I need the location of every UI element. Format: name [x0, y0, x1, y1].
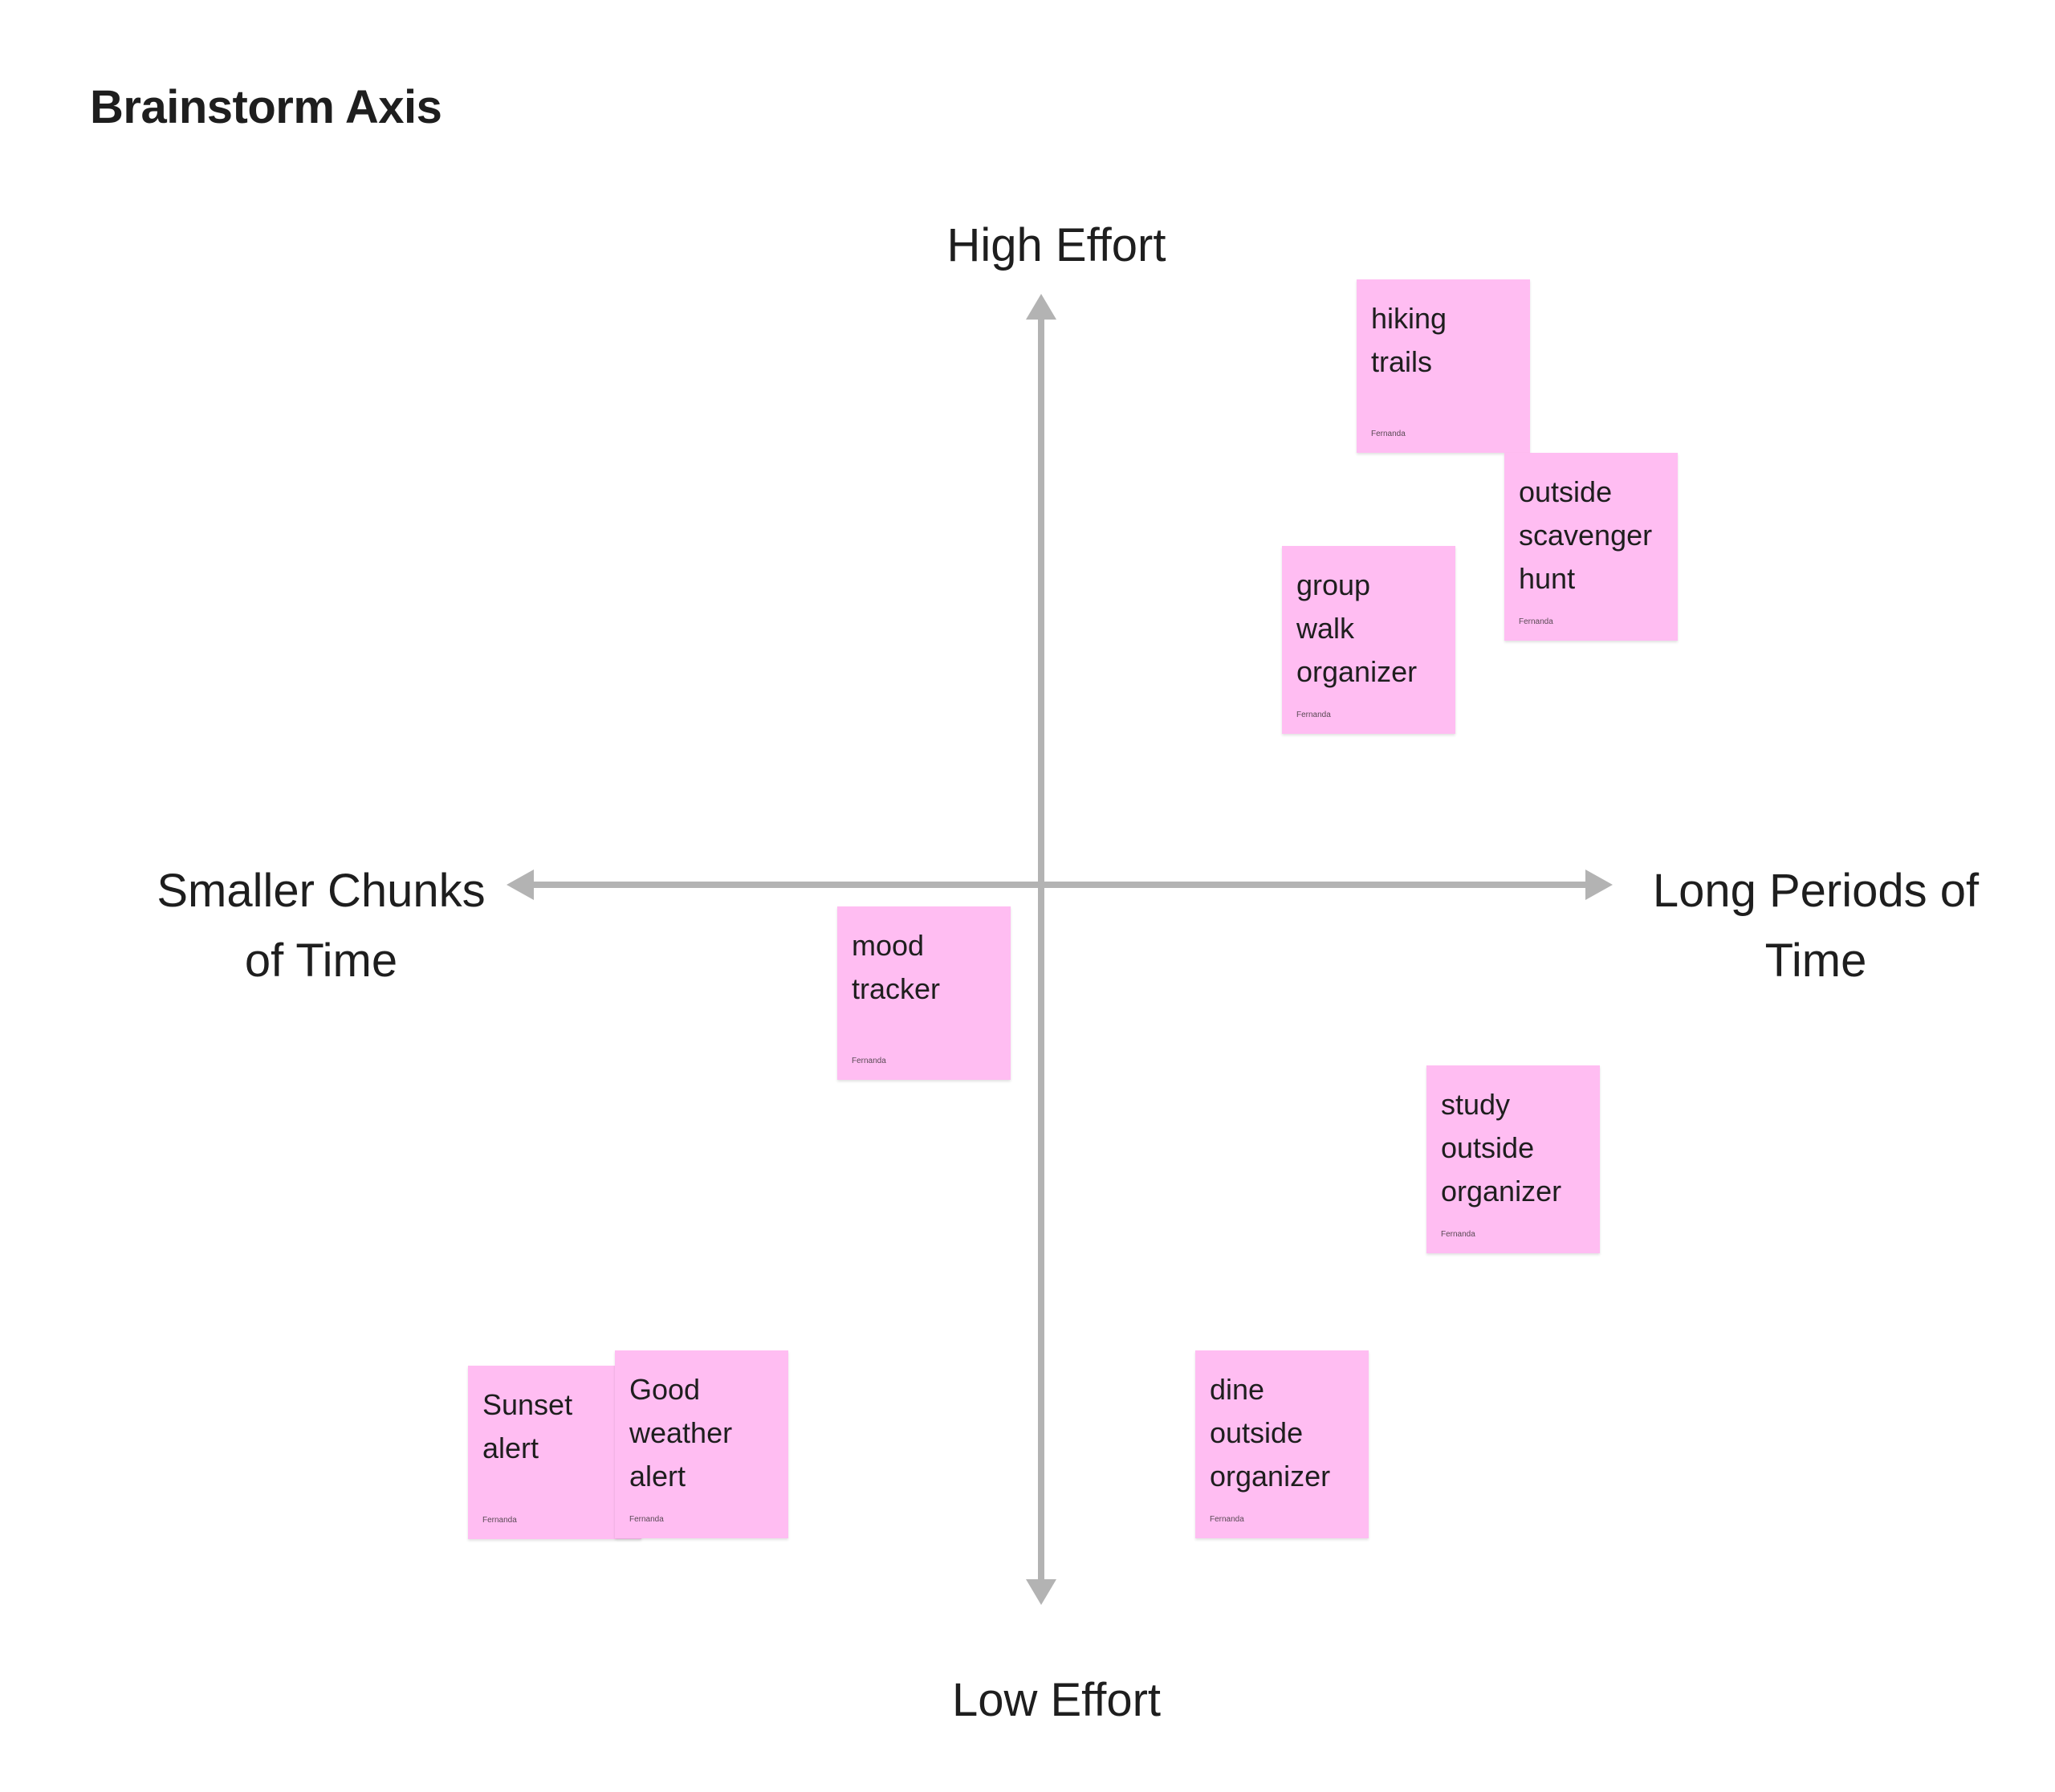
sticky-note-group-walk-organizer[interactable]: group walk organizer Fernanda	[1282, 546, 1455, 734]
sticky-text: mood tracker	[852, 929, 941, 1005]
sticky-author: Fernanda	[852, 1057, 886, 1065]
horizontal-axis	[507, 870, 1613, 900]
vertical-axis	[1026, 294, 1056, 1605]
sticky-note-hiking-trails[interactable]: hiking trails Fernanda	[1357, 279, 1530, 453]
sticky-text: study outside organizer	[1441, 1088, 1562, 1208]
sticky-author: Fernanda	[629, 1515, 664, 1524]
sticky-text: Sunset alert	[482, 1388, 573, 1464]
board-title: Brainstorm Axis	[90, 81, 442, 133]
arrow-left-icon	[507, 870, 534, 900]
sticky-text: dine outside organizer	[1210, 1373, 1331, 1493]
axis-label-smaller-chunks: Smaller Chunks of Time	[157, 865, 486, 987]
sticky-author: Fernanda	[1519, 617, 1553, 626]
sticky-note-outside-scavenger-hunt[interactable]: outside scavenger hunt Fernanda	[1504, 453, 1678, 641]
sticky-author: Fernanda	[1210, 1515, 1244, 1524]
sticky-note-mood-tracker[interactable]: mood tracker Fernanda	[837, 906, 1011, 1080]
sticky-note-study-outside-organizer[interactable]: study outside organizer Fernanda	[1426, 1065, 1600, 1253]
sticky-author: Fernanda	[1371, 430, 1406, 438]
arrow-right-icon	[1585, 870, 1613, 900]
arrow-down-icon	[1026, 1579, 1056, 1605]
sticky-author: Fernanda	[482, 1516, 517, 1525]
sticky-author: Fernanda	[1441, 1230, 1475, 1239]
axis-label-long-periods: Long Periods of Time	[1652, 865, 1980, 987]
sticky-note-sunset-alert[interactable]: Sunset alert Fernanda	[468, 1366, 641, 1539]
sticky-text: hiking trails	[1371, 302, 1447, 378]
axis-label-high-effort: High Effort	[946, 219, 1166, 271]
sticky-text: group walk organizer	[1296, 568, 1418, 688]
sticky-note-dine-outside-organizer[interactable]: dine outside organizer Fernanda	[1195, 1350, 1369, 1538]
sticky-text: outside scavenger hunt	[1519, 475, 1653, 595]
sticky-text: Good weather alert	[629, 1373, 733, 1493]
sticky-note-good-weather-alert[interactable]: Good weather alert Fernanda	[615, 1350, 788, 1538]
axis-label-low-effort: Low Effort	[951, 1674, 1162, 1726]
sticky-author: Fernanda	[1296, 711, 1331, 719]
arrow-up-icon	[1026, 294, 1056, 320]
